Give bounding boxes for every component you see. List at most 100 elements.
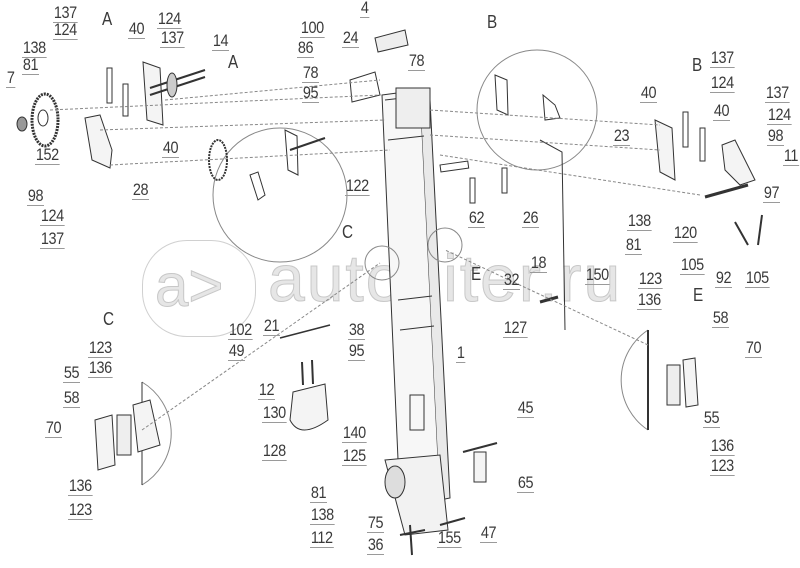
strip-26a	[469, 177, 476, 204]
bar-47	[439, 517, 466, 526]
detail-c-arc	[141, 381, 172, 486]
callout-label: 1	[456, 343, 466, 363]
callout-label: 136	[68, 476, 93, 496]
callout-label: 70	[45, 418, 62, 438]
shaft-14	[149, 69, 206, 96]
callout-label: 12	[258, 380, 275, 400]
plate-62	[439, 160, 470, 173]
callout-label: 122	[345, 176, 370, 196]
callout-label: 40	[713, 101, 730, 121]
callout-label: 124	[40, 206, 65, 226]
callout-label: 127	[503, 318, 528, 338]
callout-label: 14	[212, 31, 229, 51]
bracket-24	[349, 71, 381, 103]
watermark-logo-text: a>	[154, 252, 224, 320]
strap-49	[301, 359, 314, 386]
detail-circle-e	[427, 227, 463, 263]
callout-label: 40	[640, 83, 657, 103]
sprocket-7	[30, 92, 60, 148]
plate-40	[106, 67, 113, 104]
pin-32	[539, 295, 559, 304]
detail-circle-c	[364, 245, 400, 281]
callout-label: 137	[765, 83, 790, 103]
callout-label: 137	[160, 28, 185, 48]
detail-marker: E	[693, 285, 704, 305]
callout-label: 136	[637, 290, 662, 310]
callout-label: 124	[53, 20, 78, 40]
bracket-58-e	[682, 357, 699, 408]
callout-label: 123	[68, 500, 93, 520]
callout-label: 120	[673, 223, 698, 243]
callout-label: 102	[228, 320, 253, 340]
detail-marker: E	[471, 264, 482, 284]
callout-label: 137	[53, 3, 78, 23]
callout-label: 55	[63, 363, 80, 383]
bracket-58-c	[94, 414, 116, 471]
shield-12	[289, 383, 329, 431]
callout-label: 21	[263, 316, 280, 336]
detail-marker: A	[228, 52, 239, 72]
callout-label: 26	[522, 208, 539, 228]
callout-label: 136	[710, 436, 735, 456]
callout-label: 40	[162, 138, 179, 158]
callout-label: 81	[310, 483, 327, 503]
detail-marker: A	[102, 9, 113, 29]
callout-label: 123	[638, 269, 663, 289]
rod-21	[279, 324, 331, 339]
detail-marker: C	[103, 309, 115, 329]
callout-label: 78	[408, 51, 425, 71]
pad-55-e	[666, 364, 681, 406]
callout-label: 128	[262, 441, 287, 461]
callout-label: 124	[710, 73, 735, 93]
detail-marker: B	[487, 12, 498, 32]
callout-label: 7	[6, 68, 16, 88]
callout-label: 125	[342, 446, 367, 466]
callout-label: 45	[517, 398, 534, 418]
callout-label: 86	[297, 38, 314, 58]
callout-label: 105	[745, 268, 770, 288]
callout-label: 47	[480, 523, 497, 543]
detail-e-arc	[620, 329, 649, 431]
detail-marker: B	[692, 55, 703, 75]
bracket-155	[399, 524, 426, 556]
callout-label: 123	[88, 338, 113, 358]
callout-label: 49	[228, 341, 245, 361]
blade-92	[734, 214, 763, 246]
callout-label: 105	[680, 255, 705, 275]
leader-lines	[49, 79, 701, 431]
callout-label: 11	[783, 146, 799, 166]
callout-label: 62	[468, 208, 485, 228]
callout-label: 138	[310, 505, 335, 525]
callout-label: 58	[712, 308, 729, 328]
nut-152	[16, 116, 28, 132]
callout-label: 155	[437, 528, 462, 548]
callout-label: 40	[128, 19, 145, 39]
watermark-logo: a>	[142, 240, 256, 337]
main-beam	[381, 87, 451, 536]
callout-label: 75	[367, 513, 384, 533]
plate-23	[654, 119, 676, 181]
callout-label: 81	[22, 55, 39, 75]
callout-label: 138	[627, 211, 652, 231]
cover-4	[374, 29, 409, 53]
callout-label: 23	[613, 126, 630, 146]
callout-label: 58	[63, 388, 80, 408]
callout-label: 98	[27, 186, 44, 206]
callout-label: 137	[40, 229, 65, 249]
callout-label: 81	[625, 235, 642, 255]
callout-label: 130	[262, 403, 287, 423]
strip-26b	[501, 167, 508, 194]
bracket-28	[84, 114, 113, 169]
callout-label: 150	[585, 265, 610, 285]
callout-label: 100	[300, 18, 325, 38]
callout-label: 24	[342, 28, 359, 48]
callout-label: 152	[35, 145, 60, 165]
callout-label: 55	[703, 408, 720, 428]
callout-label: 32	[503, 270, 520, 290]
callout-label: 18	[530, 253, 547, 273]
callout-label: 78	[302, 63, 319, 83]
detail-circle-b	[476, 49, 598, 171]
detail-circle-a	[212, 127, 348, 263]
